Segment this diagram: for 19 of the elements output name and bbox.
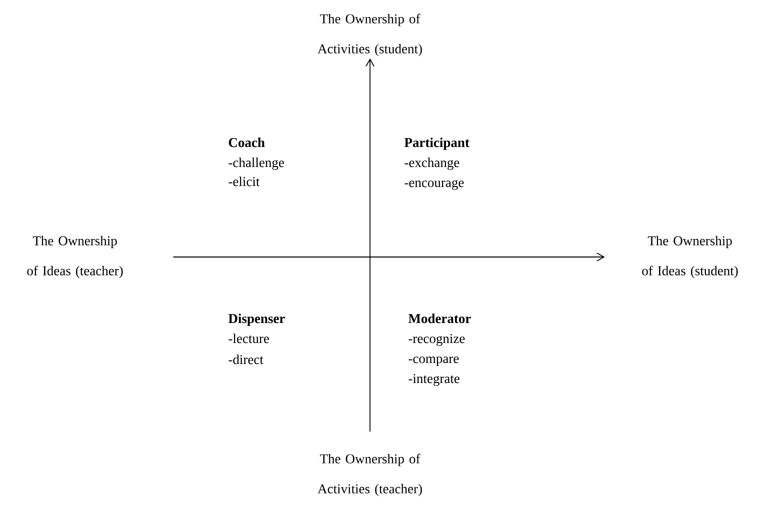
role-action: -lecture [228, 334, 269, 344]
role-heading: Coach [228, 138, 265, 148]
role-action: -recognize [408, 334, 465, 346]
role-action: -compare [408, 356, 459, 366]
axis-label: The Ownership of Ideas (teacher) [27, 236, 123, 278]
role-action: -integrate [408, 374, 460, 386]
role-heading: Moderator [408, 314, 471, 324]
axis-label: The Ownership of Ideas (student) [642, 236, 738, 278]
axis-arrow [366, 58, 374, 432]
axis-arrow [172, 252, 605, 262]
role-heading: Dispenser [228, 314, 285, 326]
role-action: -challenge [228, 158, 284, 170]
role-action: -encourage [404, 180, 464, 190]
role-action: -direct [228, 354, 264, 364]
role-heading: Participant [404, 138, 470, 150]
axis-label: The Ownership of Activities (teacher) [318, 454, 422, 496]
role-action: -elicit [228, 176, 260, 186]
role-action: -exchange [404, 158, 460, 170]
axis-label: The Ownership of Activities (student) [318, 14, 422, 56]
